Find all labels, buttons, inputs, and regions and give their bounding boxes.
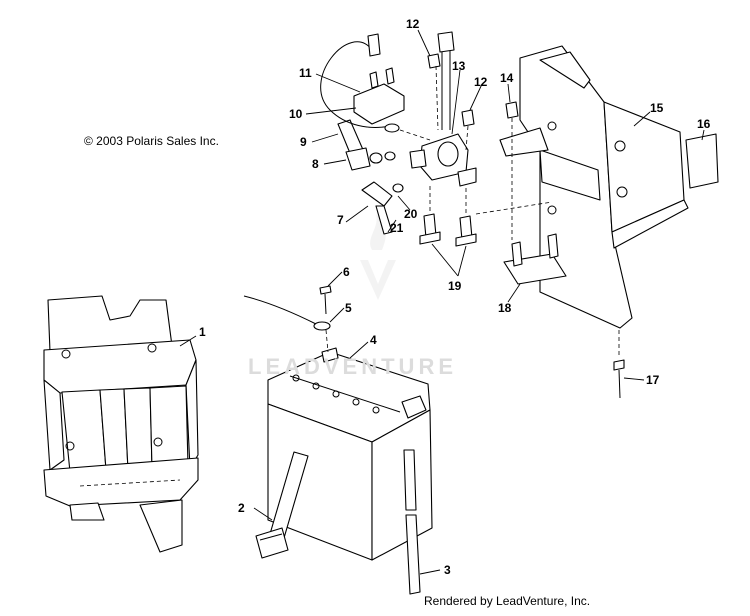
callout-12-top: 12 [406,17,420,31]
callout-4: 4 [370,333,377,347]
callout-11: 11 [299,66,312,80]
callout-15: 15 [650,101,664,115]
render-credit: Rendered by LeadVenture, Inc. [424,594,591,608]
callout-14: 14 [500,71,514,85]
callout-13: 13 [452,59,466,73]
rivet [613,330,625,399]
callout-6: 6 [343,265,350,279]
callout-12-right: 12 [474,75,488,89]
relay [320,33,405,133]
mounting-bracket [499,45,689,329]
nut-right [461,109,475,127]
battery [267,347,433,561]
mount-bolts [419,213,477,247]
copyright-notice: © 2003 Polaris Sales Inc. [84,134,219,148]
callout-3: 3 [444,563,451,577]
callout-17: 17 [646,373,660,387]
nut-upper [427,53,441,69]
callout-10: 10 [289,107,303,121]
callout-7: 7 [337,213,344,227]
callout-labels: 1 2 3 4 5 6 7 8 9 10 11 12 12 13 14 15 1… [199,17,711,577]
callout-18: 18 [498,301,512,315]
battery-box [43,295,199,553]
vent-hose [403,449,421,595]
alignment-lines [399,65,553,240]
nut-14 [505,101,519,119]
terminal-bolt [243,285,332,353]
callout-19: 19 [448,279,462,293]
callout-21: 21 [390,221,404,235]
solenoid-boot [337,119,396,171]
callout-8: 8 [312,157,319,171]
starter-cable [361,181,404,235]
solenoid [409,31,477,187]
callout-leaders [179,29,705,575]
callout-20: 20 [404,207,418,221]
battery-strap [255,451,309,559]
callout-1: 1 [199,325,206,339]
callout-5: 5 [345,301,352,315]
callout-2: 2 [238,501,245,515]
callout-9: 9 [300,135,307,149]
bracket-plate [503,233,567,285]
callout-16: 16 [697,117,711,131]
decal [685,133,719,189]
watermark-text: LEADVENTURE [248,354,458,379]
